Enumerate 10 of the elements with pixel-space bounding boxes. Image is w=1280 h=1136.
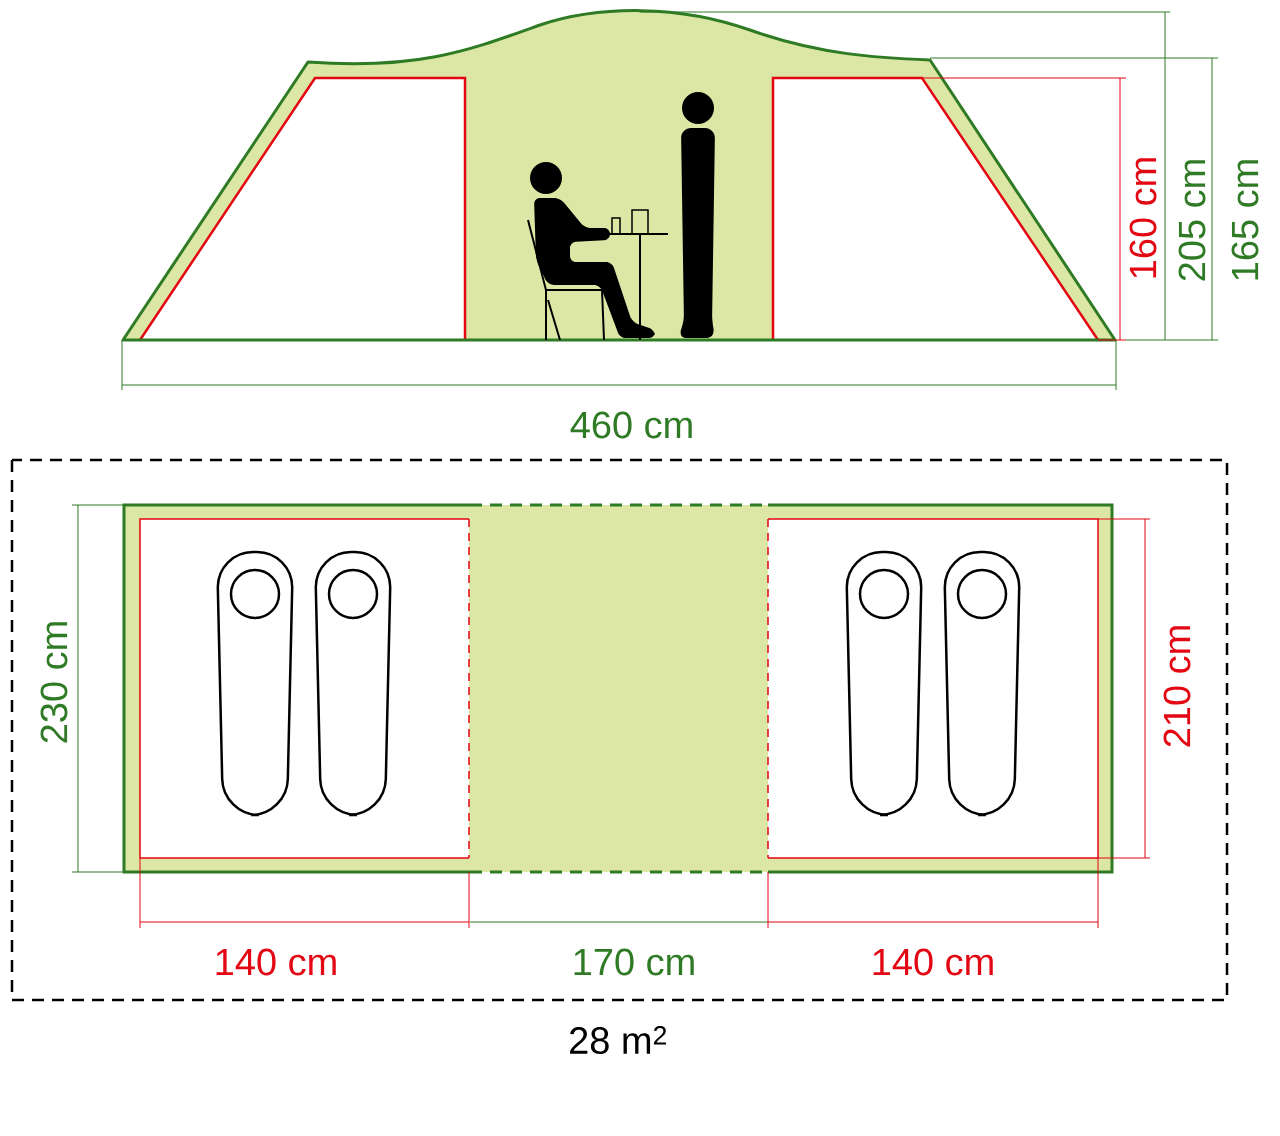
dimension-label: 160 cm: [1129, 158, 1157, 278]
dimension-label: 205 cm: [1178, 160, 1206, 281]
dimension-label: 170 cm: [574, 948, 694, 976]
dimension-label: 140 cm: [216, 948, 336, 976]
dimension-label: 210 cm: [1163, 626, 1191, 747]
dimension-label: 230 cm: [40, 622, 68, 743]
dimension-label: 460 cm: [570, 411, 692, 439]
dimension-label: 140 cm: [873, 948, 993, 976]
dimension-label: 165 cm: [1231, 160, 1259, 280]
area-label: 28 m$^{2}$: [570, 1026, 667, 1054]
